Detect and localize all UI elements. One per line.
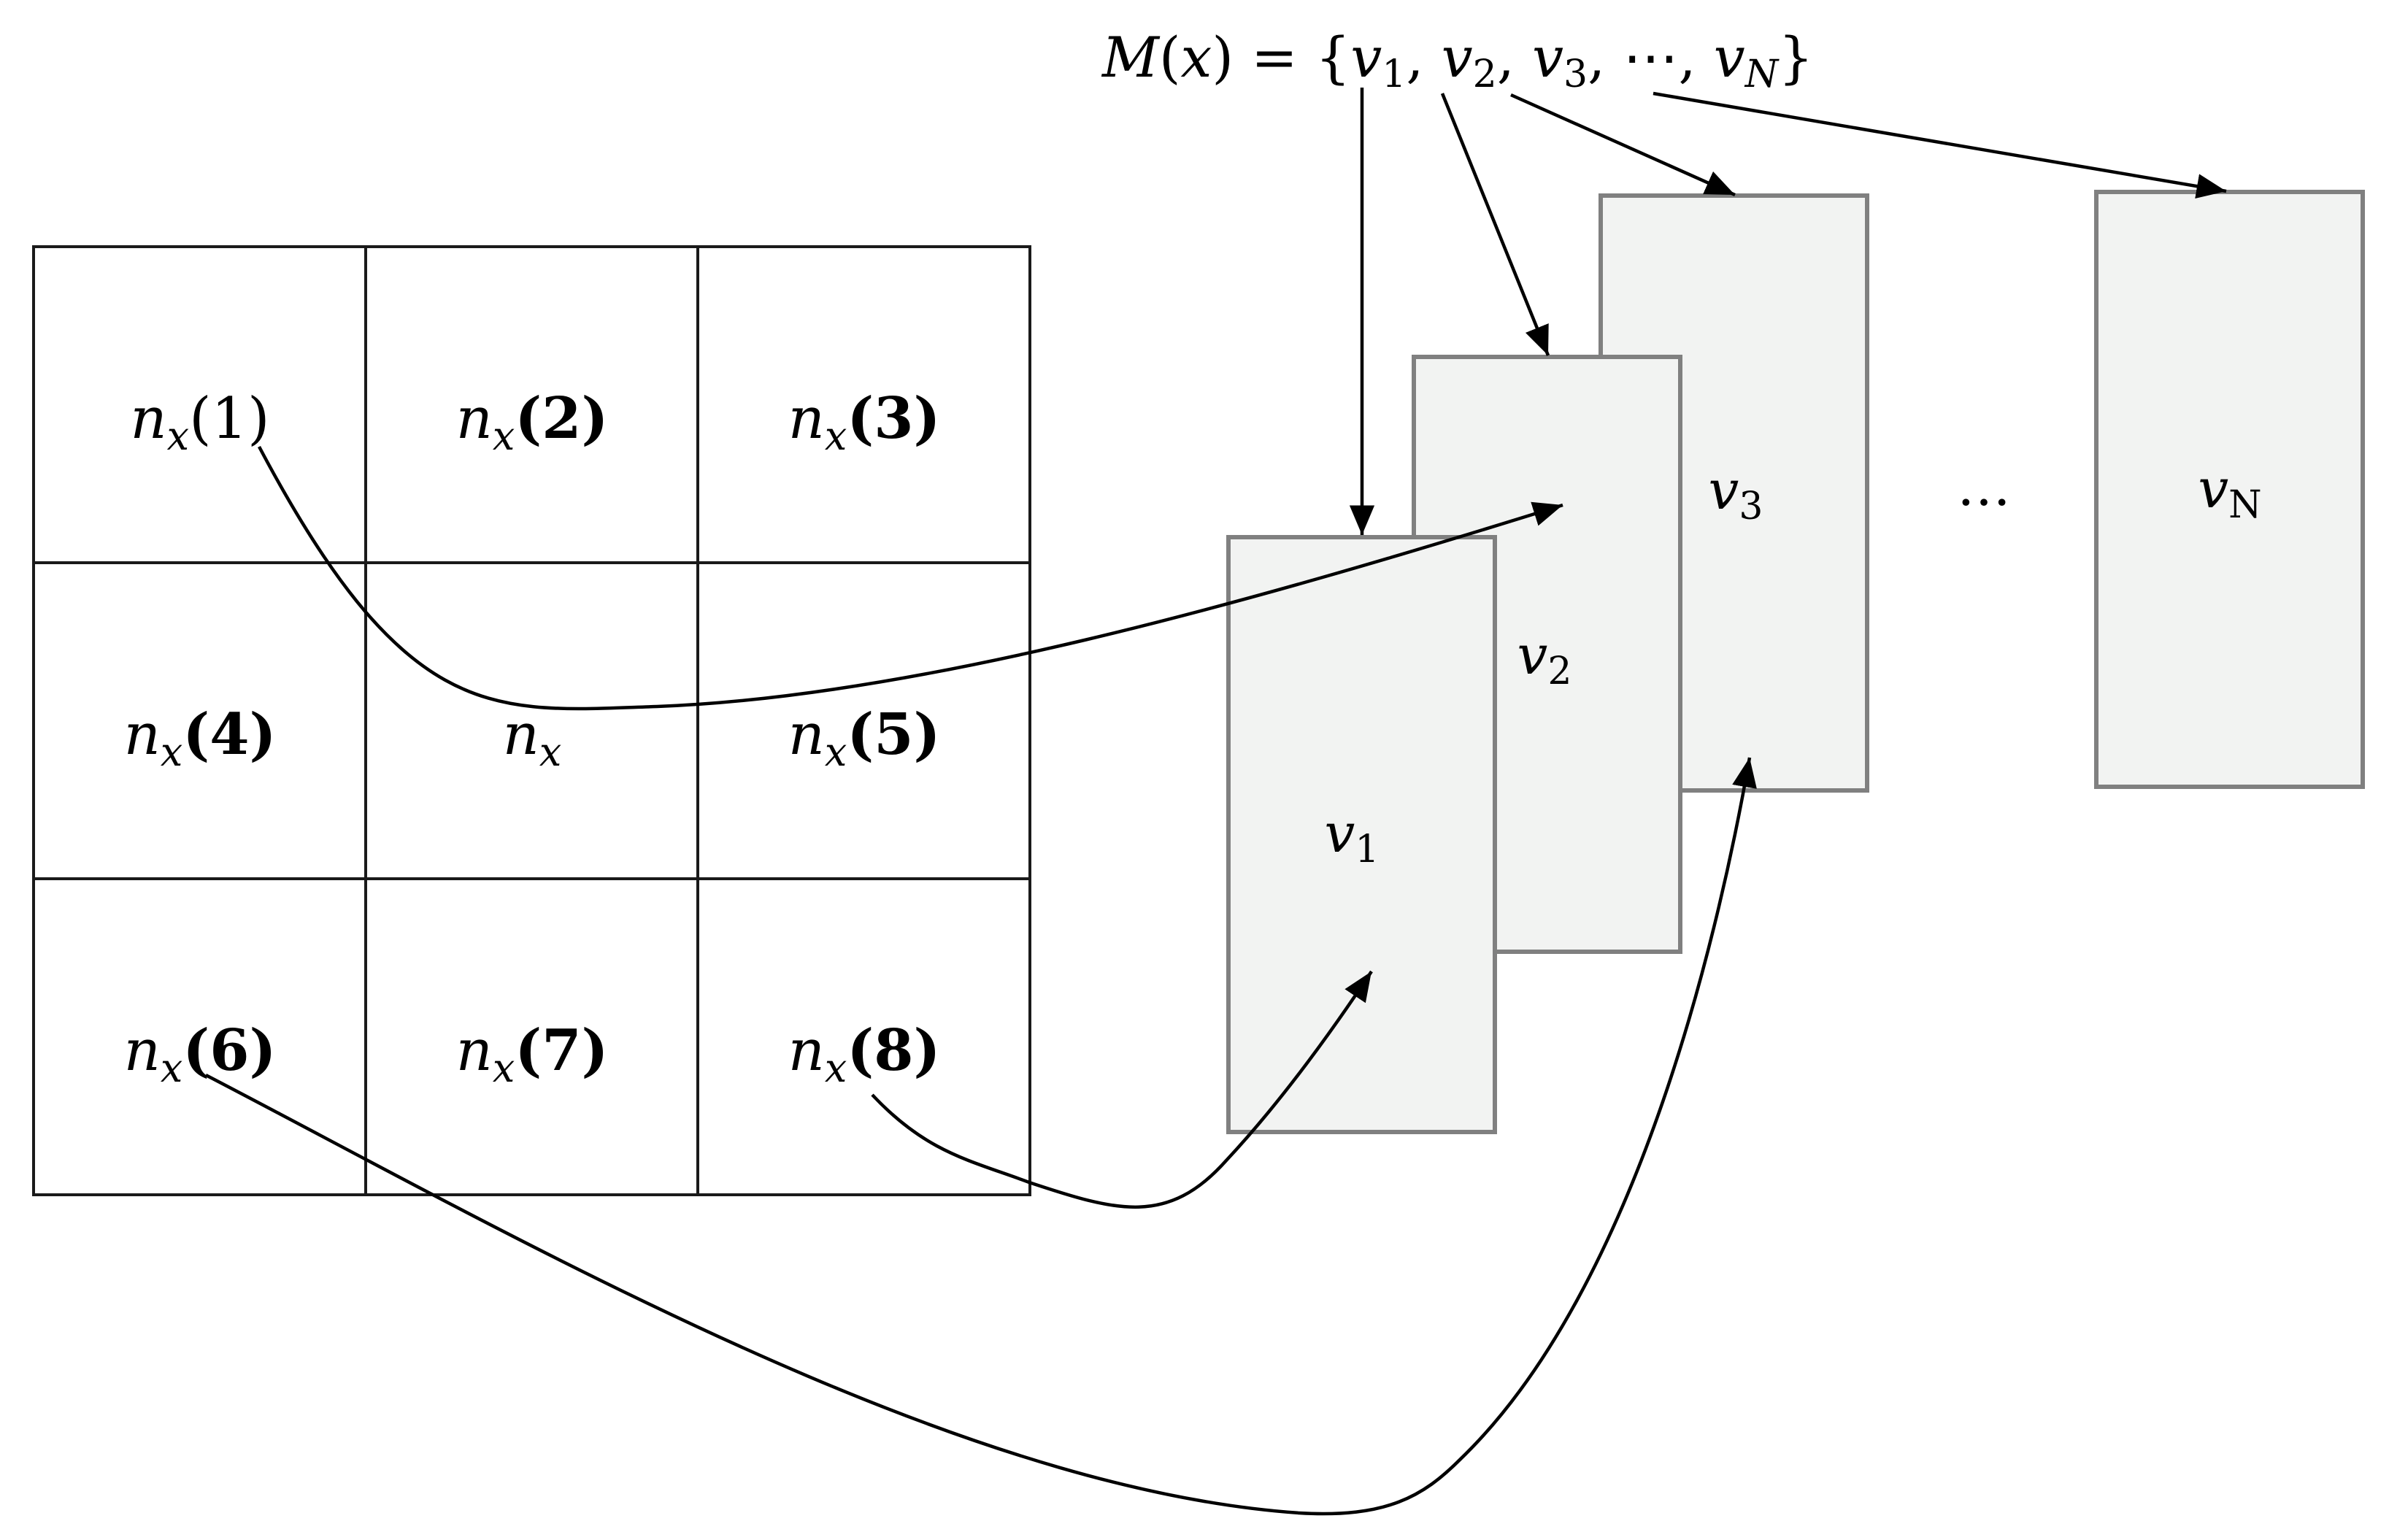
arrow-n6-to-v3	[204, 757, 1757, 1516]
panel-vN: vN	[2094, 190, 2365, 789]
grid-cell-n7: nx(7)	[456, 1017, 609, 1091]
arrow-formula-to-v3	[1510, 93, 1736, 197]
panel-vN-box	[2094, 190, 2365, 789]
arrow-n8-to-v1	[871, 970, 1373, 1209]
panel-v1-box	[1226, 535, 1497, 1134]
arrow-n1-to-v2	[258, 445, 1563, 711]
arrow-formula-to-vN	[1653, 91, 2227, 199]
ellipsis: …	[1957, 455, 2011, 518]
grid-cell-n6: nx(6)	[124, 1017, 277, 1091]
grid-cell-n2: nx(2)	[456, 385, 609, 459]
neighborhood-grid: nx(1) nx(2) nx(3) nx(4) nx nx(5) nx(6) n…	[32, 245, 1031, 1196]
panel-v1: v1	[1226, 535, 1497, 1134]
arrow-formula-to-v2	[1440, 93, 1550, 356]
grid-cell-center: nx	[503, 702, 562, 775]
panel-v1-label: v1	[1325, 802, 1380, 871]
grid-cell-n4: nx(4)	[124, 701, 277, 775]
panel-v2-label: v2	[1517, 624, 1572, 693]
grid-cell-n1: nx(1)	[130, 386, 269, 459]
formula-arrows	[1349, 88, 2227, 535]
formula: M(x) = {v1, v2, v3, ⋯, vN}	[1101, 25, 1814, 96]
mapping-arrows	[204, 445, 1757, 1516]
panel-v3-label: v3	[1709, 459, 1763, 528]
formula-text: M(x) = {v1, v2, v3, ⋯, vN}	[1101, 25, 1814, 96]
grid-border	[32, 245, 1031, 1196]
grid-cell-n5: nx(5)	[788, 701, 941, 775]
grid-cell-n3: nx(3)	[788, 385, 941, 459]
panel-vN-label: vN	[2198, 458, 2261, 527]
grid-cell-n8: nx(8)	[788, 1017, 941, 1091]
